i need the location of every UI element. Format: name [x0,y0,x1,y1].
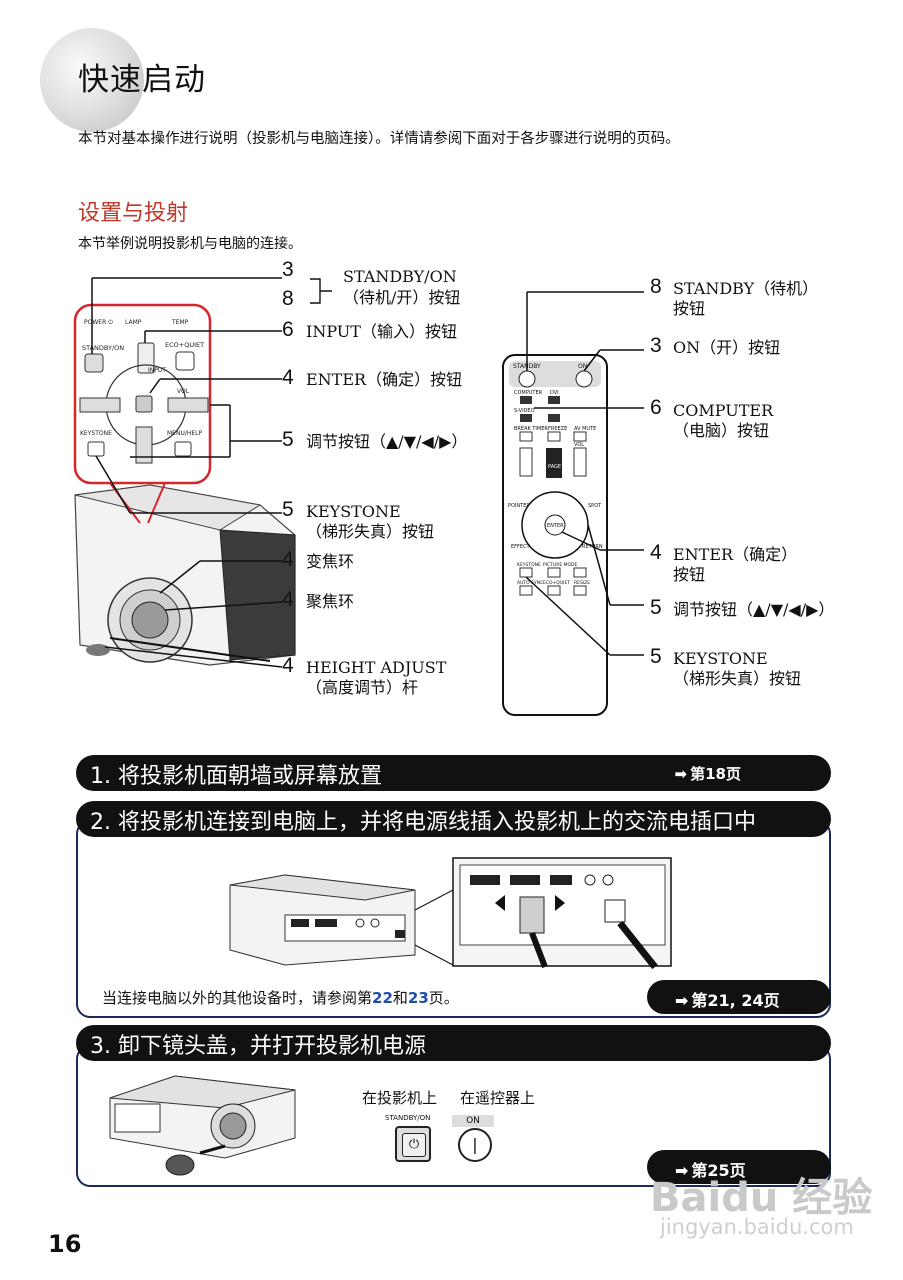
callout-number: 4 [282,548,294,571]
svg-text:EFFECT: EFFECT [511,544,531,550]
projector-diagram: POWER ⏻ LAMP TEMP STANDBY/ON ECO+QUIET I… [73,277,332,668]
svg-text:ECO+QUIET: ECO+QUIET [165,341,204,349]
standby-on-label: STANDBY/ON [385,1114,431,1122]
svg-text:PICTURE MODE: PICTURE MODE [543,562,578,568]
svg-text:COMPUTER: COMPUTER [514,390,543,396]
step-2-bar: 2. 将投影机连接到电脑上，并将电源线插入投影机上的交流电插口中 [76,801,831,837]
callout-enter: ENTER（确定）按钮 [306,370,463,389]
callout-number: 4 [282,654,294,677]
svg-text:BREAK TIMER: BREAK TIMER [514,426,548,432]
callout-enter-remote: ENTER（确定） [673,545,798,564]
step-3-title: 3. 卸下镜头盖，并打开投影机电源 [90,1034,426,1059]
on-label: ON [452,1115,494,1127]
callout-computer-cn: （电脑）按钮 [673,421,770,440]
step-1-page-ref[interactable]: ➡第18页 [674,765,741,783]
standby-on-button[interactable]: ⏻ [395,1126,431,1162]
section-heading: 设置与投射 [78,201,189,226]
svg-text:TEMP: TEMP [171,319,189,326]
svg-text:S-VIDEO: S-VIDEO [514,408,535,414]
callout-number: 5 [650,596,662,619]
page-link-23[interactable]: 23 [407,989,429,1007]
callout-height-adjust-cn: （高度调节）杆 [306,678,419,697]
callout-number: 4 [282,588,294,611]
svg-text:AV MUTE: AV MUTE [574,426,596,432]
svg-text:LAMP: LAMP [125,319,142,326]
step-3-page-ref[interactable]: ➡第25页 [647,1150,831,1184]
on-button[interactable]: | [458,1128,492,1162]
callout-input: INPUT（输入）按钮 [306,322,457,341]
svg-text:SPOT: SPOT [588,503,602,509]
arrow-right-icon: ➡ [675,1161,689,1180]
callout-number: 3 [650,334,662,357]
svg-text:PAGE: PAGE [548,464,561,470]
callout-number: 6 [650,396,662,419]
callout-standby-on: STANDBY/ON [343,267,457,286]
callout-number: 8 [282,287,294,310]
connection-illustration [229,857,672,970]
step-2-note: 当连接电脑以外的其他设备时，请参阅第22和23页。 [102,989,459,1007]
svg-text:POWER ⏻: POWER ⏻ [84,319,113,326]
svg-text:MENU/HELP: MENU/HELP [167,430,203,437]
step-1-bar: 1. 将投影机面朝墙或屏幕放置 ➡第18页 [76,755,831,791]
callout-number: 5 [282,428,294,451]
svg-text:RESIZE: RESIZE [574,580,590,586]
projector-illustration [74,484,296,666]
step-3-bar: 3. 卸下镜头盖，并打开投影机电源 [76,1025,831,1061]
power-icon: ⏻ [402,1133,426,1157]
callout-standby: STANDBY（待机） [673,279,819,298]
svg-text:STANDBY/ON: STANDBY/ON [82,344,124,352]
callout-standby-cn: 按钮 [673,299,706,318]
callout-number: 5 [282,498,294,521]
on-remote-label: 在遥控器上 [460,1089,536,1107]
callout-keystone-remote-cn: （梯形失真）按钮 [673,669,802,688]
section-subtitle: 本节举例说明投影机与电脑的连接。 [78,236,302,252]
callout-enter-remote-cn: 按钮 [673,565,706,584]
step-2-page-ref[interactable]: ➡第21, 24页 [647,980,831,1014]
arrow-right-icon: ➡ [675,991,689,1010]
watermark-url: jingyan.baidu.com [660,1215,854,1239]
panel-highlight [73,303,212,485]
on-projector-label: 在投影机上 [362,1089,438,1107]
page-number: 16 [48,1230,82,1258]
callout-keystone-remote: KEYSTONE [673,649,768,668]
arrow-right-icon: ➡ [674,765,688,783]
callout-number: 3 [282,258,294,281]
callout-number: 6 [282,318,294,341]
lens-cap-illustration [109,1075,296,1176]
callout-number: 4 [650,541,662,564]
callout-zoom-ring: 变焦环 [306,552,355,571]
step-1-title: 1. 将投影机面朝墙或屏幕放置 [90,764,382,789]
svg-text:VOL: VOL [177,388,190,395]
svg-text:KEYSTONE: KEYSTONE [80,430,112,437]
callout-keystone: KEYSTONE [306,502,401,521]
svg-text:ECO+QUIET: ECO+QUIET [543,580,570,586]
svg-text:AUTO SYNC: AUTO SYNC [517,580,543,586]
callout-number: 4 [282,366,294,389]
remote-diagram: STANDBY ON COMPUTER DVI S-VIDEO BREAK TI… [502,291,644,716]
svg-text:INPUT: INPUT [148,367,166,374]
page-link-22[interactable]: 22 [372,989,393,1007]
callout-height-adjust: HEIGHT ADJUST [306,658,447,677]
step-2-title: 2. 将投影机连接到电脑上，并将电源线插入投影机上的交流电插口中 [90,810,756,835]
callout-keystone-cn: （梯形失真）按钮 [306,522,435,541]
callout-computer: COMPUTER [673,401,774,420]
callout-number: 5 [650,645,662,668]
svg-text:POINTER: POINTER [508,503,530,509]
svg-text:ON: ON [578,363,587,370]
title-decoration [40,28,144,132]
callout-adjust: 调节按钮（▲/▼/◀/▶） [306,432,468,451]
svg-text:VOL: VOL [574,442,584,448]
watermark-logo: Baidu 经验 [650,1175,873,1221]
page-title: 快速启动 [78,62,206,98]
callout-on: ON（开）按钮 [673,338,781,357]
svg-text:FREEZE: FREEZE [548,426,567,432]
callout-adjust-remote: 调节按钮（▲/▼/◀/▶） [673,600,835,619]
svg-text:DVI: DVI [550,390,559,396]
callout-number: 8 [650,275,662,298]
svg-text:KEYSTONE: KEYSTONE [517,562,541,568]
intro-text: 本节对基本操作进行说明（投影机与电脑连接）。详情请参阅下面对于各步骤进行说明的页… [78,131,680,147]
callout-focus-ring: 聚焦环 [306,592,355,611]
svg-text:ENTER: ENTER [547,523,564,529]
callout-standby-on-cn: （待机/开）按钮 [343,288,461,307]
